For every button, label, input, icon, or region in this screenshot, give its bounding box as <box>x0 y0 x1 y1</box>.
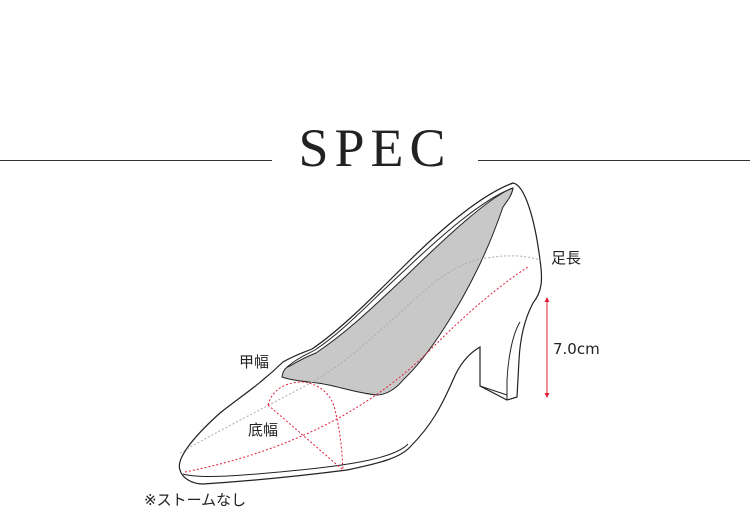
foot-length-label: 足長 <box>551 249 582 267</box>
title-rule-left <box>0 160 272 161</box>
note-label: ※ストームなし <box>144 491 247 509</box>
heel-cap-line <box>479 385 508 396</box>
sole-width-measure-arc <box>267 381 344 471</box>
collar-edge <box>286 187 514 368</box>
sole-width-measure-line <box>267 404 344 471</box>
heel-front-edge <box>506 321 521 400</box>
page-title: SPEC <box>298 118 452 178</box>
center-guide-line <box>179 255 541 454</box>
shoe-sole-edge <box>182 443 409 478</box>
title-rule-right <box>478 160 750 161</box>
instep-width-label: 甲幅 <box>239 353 270 371</box>
heel-height-arrow <box>544 297 550 398</box>
sole-width-label: 底幅 <box>248 421 279 439</box>
shoe-lining <box>281 187 514 396</box>
heel-height-label: 7.0cm <box>553 340 600 358</box>
foot-length-measure-line <box>184 266 529 473</box>
